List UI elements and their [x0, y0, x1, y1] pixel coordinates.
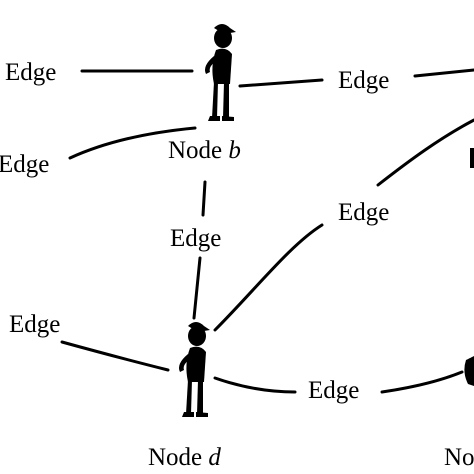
node-labels: Node b Node d No	[148, 137, 474, 471]
person-icon-partial-right	[464, 356, 474, 386]
edge-line-b-to-d-upper	[201, 180, 207, 217]
node-label-d: Node d	[148, 444, 221, 471]
edge-label-center-right: Edge	[338, 199, 389, 226]
edge-line-d-to-upper-right	[213, 223, 324, 332]
edge-labels: Edge Edge Edge Edge Edge Edge Edge	[0, 59, 389, 404]
edge-line-left-curve-to-b	[68, 126, 197, 160]
node-label-right-partial: No	[444, 444, 474, 471]
edge-line-b-to-right	[238, 78, 324, 88]
node-label-d-letter: d	[208, 444, 221, 471]
node-label-b-letter: b	[228, 137, 241, 164]
cropped-mark-right	[470, 148, 474, 168]
node-label-b-prefix: Node	[168, 137, 228, 164]
edge-line-d-to-upper-right-cont	[376, 118, 474, 187]
edge-label-topleft: Edge	[5, 59, 56, 86]
edge-label-top-right: Edge	[338, 67, 389, 94]
edge-label-left: Edge	[0, 151, 49, 178]
edge-label-vertical: Edge	[170, 225, 221, 252]
person-icon-node-d	[179, 322, 210, 417]
node-label-d-prefix: Node	[148, 444, 208, 471]
person-icon-node-b	[205, 24, 236, 121]
node-label-b: Node b	[168, 137, 241, 164]
edge-line-d-to-right-bottom	[213, 376, 297, 394]
edge-line-b-to-d-lower	[192, 256, 202, 320]
edge-label-lower-left: Edge	[9, 311, 60, 338]
edges	[60, 68, 474, 394]
edge-label-bottom-right: Edge	[308, 377, 359, 404]
edge-line-b-to-right-cont	[413, 68, 474, 78]
edge-line-left-to-d	[60, 340, 170, 372]
edge-line-d-to-right-bottom-cont	[380, 370, 464, 394]
